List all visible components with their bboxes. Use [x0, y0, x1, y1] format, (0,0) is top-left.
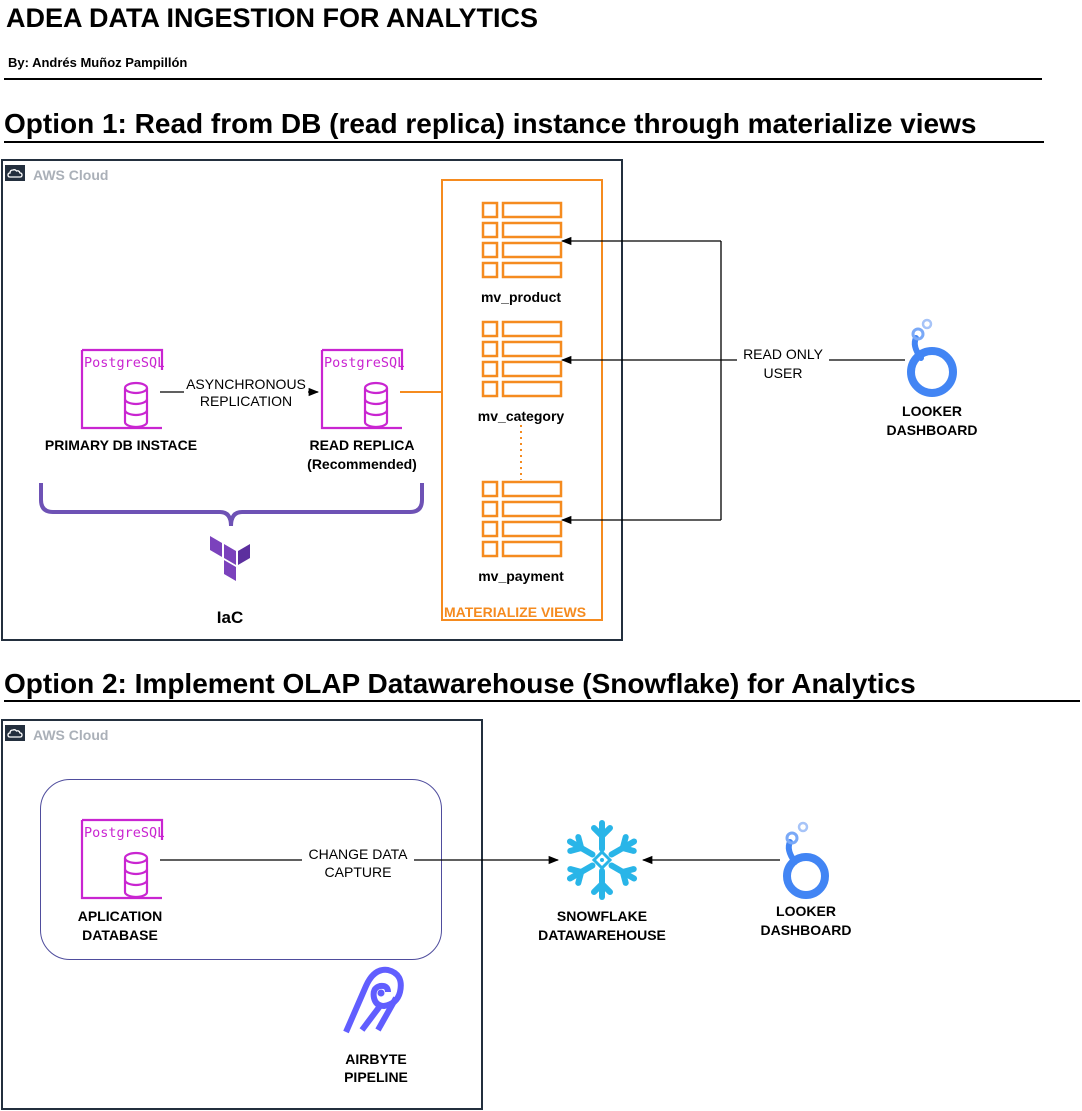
looker-label-line1: LOOKER — [902, 403, 962, 419]
aws-cloud-label: AWS Cloud — [33, 167, 109, 183]
materialize-views-group — [441, 179, 603, 621]
postgresql-icon-text: PostgreSQL — [84, 825, 164, 841]
snowflake-label-line1: SNOWFLAKE — [556, 908, 648, 924]
option1-aws-cloud-group — [1, 159, 623, 641]
snowflake-label-line2: DATAWAREHOUSE — [538, 927, 666, 943]
airbyte-icon — [340, 958, 408, 1039]
read-only-user-label-line1: READ ONLY — [737, 346, 829, 363]
cdc-label-line1: CHANGE DATA — [302, 846, 414, 863]
option1-heading-underline — [4, 141, 1044, 143]
postgresql-icon-text: PostgreSQL — [324, 355, 404, 371]
looker-label-line2: DASHBOARD — [760, 922, 852, 938]
materialized-view-icon — [481, 320, 563, 407]
iac-brace — [39, 483, 424, 527]
mv-product-label: mv_product — [480, 289, 562, 305]
mv-payment-label: mv_payment — [478, 568, 564, 584]
postgresql-icon: PostgreSQL — [320, 348, 405, 435]
cloud-icon — [5, 725, 25, 746]
airbyte-pipeline-group — [40, 779, 442, 960]
snowflake-icon — [560, 818, 644, 907]
replication-label-line2: REPLICATION — [184, 393, 308, 410]
terraform-icon — [209, 536, 253, 587]
airbyte-label-line1: AIRBYTE — [345, 1051, 407, 1067]
cloud-icon — [5, 165, 25, 186]
author-line: By: Andrés Muñoz Pampillón — [8, 55, 188, 70]
looker-icon — [776, 818, 836, 905]
postgresql-icon: PostgreSQL — [80, 818, 165, 905]
read-replica-label-line2: (Recommended) — [307, 456, 417, 472]
read-only-user-label-line2: USER — [737, 365, 829, 382]
looker-label-line2: DASHBOARD — [886, 422, 978, 438]
primary-db-label: PRIMARY DB INSTACE — [44, 437, 198, 453]
looker-icon — [902, 318, 962, 405]
mv-category-label: mv_category — [477, 408, 565, 424]
app-db-label-line1: APLICATION — [77, 908, 163, 924]
postgresql-icon-text: PostgreSQL — [84, 355, 164, 371]
aws-cloud-label: AWS Cloud — [33, 727, 109, 743]
materialized-view-icon — [481, 201, 563, 288]
postgresql-icon: PostgreSQL — [80, 348, 165, 435]
option2-heading: Option 2: Implement OLAP Datawarehouse (… — [4, 668, 916, 699]
airbyte-label-line2: PIPELINE — [344, 1069, 408, 1085]
page-title: ADEA DATA INGESTION FOR ANALYTICS — [6, 3, 539, 33]
option2-aws-cloud-group — [1, 719, 483, 1110]
app-db-label-line2: DATABASE — [82, 927, 158, 943]
replication-label-line1: ASYNCHRONOUS — [184, 376, 308, 393]
option1-heading: Option 1: Read from DB (read replica) in… — [4, 108, 977, 139]
read-replica-label-line1: READ REPLICA — [309, 437, 415, 453]
materialized-view-icon — [481, 480, 563, 567]
cdc-label-line2: CAPTURE — [302, 864, 414, 881]
option2-heading-underline — [4, 700, 1080, 702]
header-divider — [4, 78, 1042, 80]
materialize-views-label: MATERIALIZE VIEWS — [444, 604, 587, 620]
looker-label-line1: LOOKER — [776, 903, 836, 919]
iac-label: IaC — [216, 608, 244, 627]
